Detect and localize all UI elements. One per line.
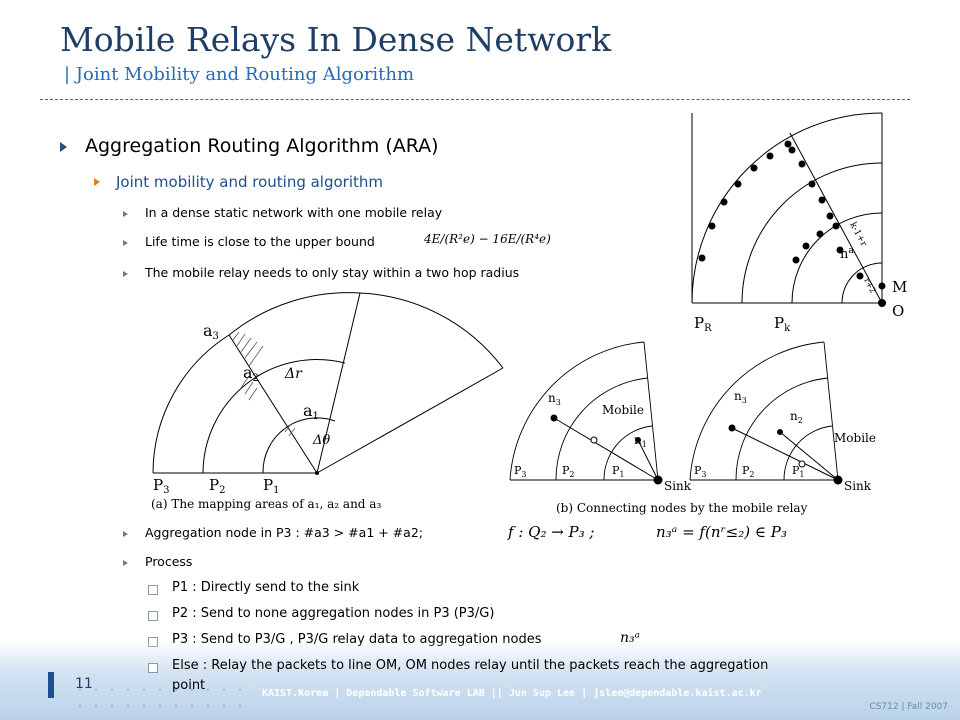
bullet-process: Process (145, 554, 193, 569)
bullet-arrow-icon (94, 178, 100, 186)
label-pr: PR (694, 314, 712, 333)
label-dr: Δr (284, 366, 303, 382)
label-m: M (892, 278, 907, 296)
title-divider (40, 99, 910, 100)
bullet-aggregation-node: Aggregation node in P3 : #a3 > #a1 + #a2… (145, 525, 423, 540)
bullet-else-continued: point (172, 678, 206, 693)
footer-dot-pattern (78, 688, 242, 708)
bullet-arrow-icon (123, 240, 128, 246)
page-title: Mobile Relays In Dense Network (60, 20, 612, 59)
label-b2-p1: P1 (792, 464, 805, 479)
label-b-p1: P1 (612, 464, 625, 479)
bullet-lifetime: Life time is close to the upper bound (145, 234, 375, 249)
label-b-p2: P2 (562, 464, 575, 479)
label-b2-p3: P3 (694, 464, 707, 479)
bullet-arrow-icon (123, 211, 128, 217)
bound-formula: 4E/(R²e) − 16E/(R⁴e) (424, 232, 551, 246)
label-n1: n1 (634, 433, 647, 449)
label-na: na (840, 246, 854, 262)
bullet-arrow-icon (60, 142, 67, 152)
label-p2: P2 (209, 476, 225, 496)
page-number: 11 (75, 676, 93, 692)
label-mobile: Mobile (602, 403, 644, 417)
label-a1: a1 (303, 401, 319, 422)
label-pk: Pk (774, 314, 791, 333)
label-dtheta: Δθ (312, 433, 330, 448)
page-subtitle: | Joint Mobility and Routing Algorithm (64, 64, 415, 85)
course-label: CS712 | Fall 2007 (869, 702, 948, 712)
label-sink: Sink (664, 479, 692, 493)
label-r2: r+2 (862, 277, 877, 295)
label-sink-2: Sink (844, 479, 872, 493)
bullet-p1: P1 : Directly send to the sink (172, 580, 360, 595)
bullet-arrow-icon (123, 560, 128, 566)
bullet-joint: Joint mobility and routing algorithm (116, 173, 384, 191)
label-n3-prime: n3 (734, 389, 747, 405)
figure-b: n3 n1 Mobile Sink P3 P2 P1 n3 n2 Mobile … (509, 341, 876, 515)
label-a3: a3 (203, 321, 219, 342)
bullet-ara: Aggregation Routing Algorithm (ARA) (85, 135, 439, 157)
label-n2: n2 (790, 409, 803, 425)
bullet-p2: P2 : Send to none aggregation nodes in P… (172, 606, 495, 621)
footer-credits: KAIST.Korea | Dependable Software LAB ||… (262, 688, 762, 699)
aggregation-formula: n₃ᵃ = f(nʳ≤₂) ∈ P₃ (656, 523, 787, 541)
label-b2-p2: P2 (742, 464, 755, 479)
square-bullet-icon (148, 611, 158, 621)
bullet-arrow-icon (123, 271, 128, 277)
label-mobile-2: Mobile (834, 431, 876, 445)
footer-bar-icon (48, 672, 54, 698)
label-p1: P1 (263, 476, 279, 496)
bullet-arrow-icon (123, 531, 128, 537)
figure-a: a3 a2 a1 Δr Δθ P3 P2 P1 (a) The mapping … (151, 292, 504, 511)
figure-top-right: PR Pk M O na k-1+r r+2 (691, 112, 907, 333)
bullet-else: Else : Relay the packets to line OM, OM … (172, 658, 769, 673)
caption-a: (a) The mapping areas of a₁, a₂ and a₃ (151, 497, 381, 511)
label-b-p3: P3 (514, 464, 527, 479)
label-n3: n3 (548, 391, 561, 407)
square-bullet-icon (148, 585, 158, 595)
square-bullet-icon (148, 663, 158, 673)
label-o: O (892, 302, 904, 320)
label-a2: a2 (243, 363, 259, 384)
caption-b: (b) Connecting nodes by the mobile relay (556, 501, 808, 515)
mapping-formula: f : Q₂ → P₃ ; (508, 523, 595, 541)
bullet-dense: In a dense static network with one mobil… (145, 205, 443, 220)
bullet-two-hop: The mobile relay needs to only stay with… (145, 265, 520, 280)
label-p3: P3 (153, 476, 169, 496)
